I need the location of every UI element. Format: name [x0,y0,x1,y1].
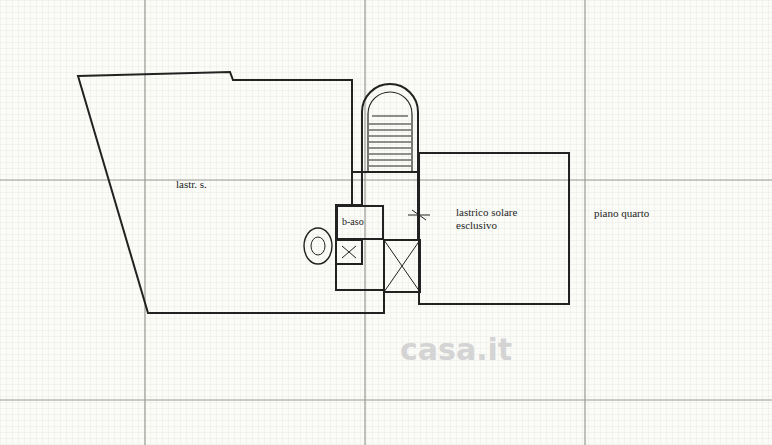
bathroom-box: b-aso [336,205,384,240]
watermark: casa.it [400,332,512,367]
roof-terrace-box: lastrico solare esclusivo [418,152,570,305]
room-label: b-aso [342,216,364,228]
terrace-area: lastr. s. [76,70,358,315]
room-label: lastr. s. [176,178,246,191]
floor-label: piano quarto [594,207,649,219]
room-label: lastrico solare esclusivo [456,206,548,232]
terrace-outline [76,70,358,315]
